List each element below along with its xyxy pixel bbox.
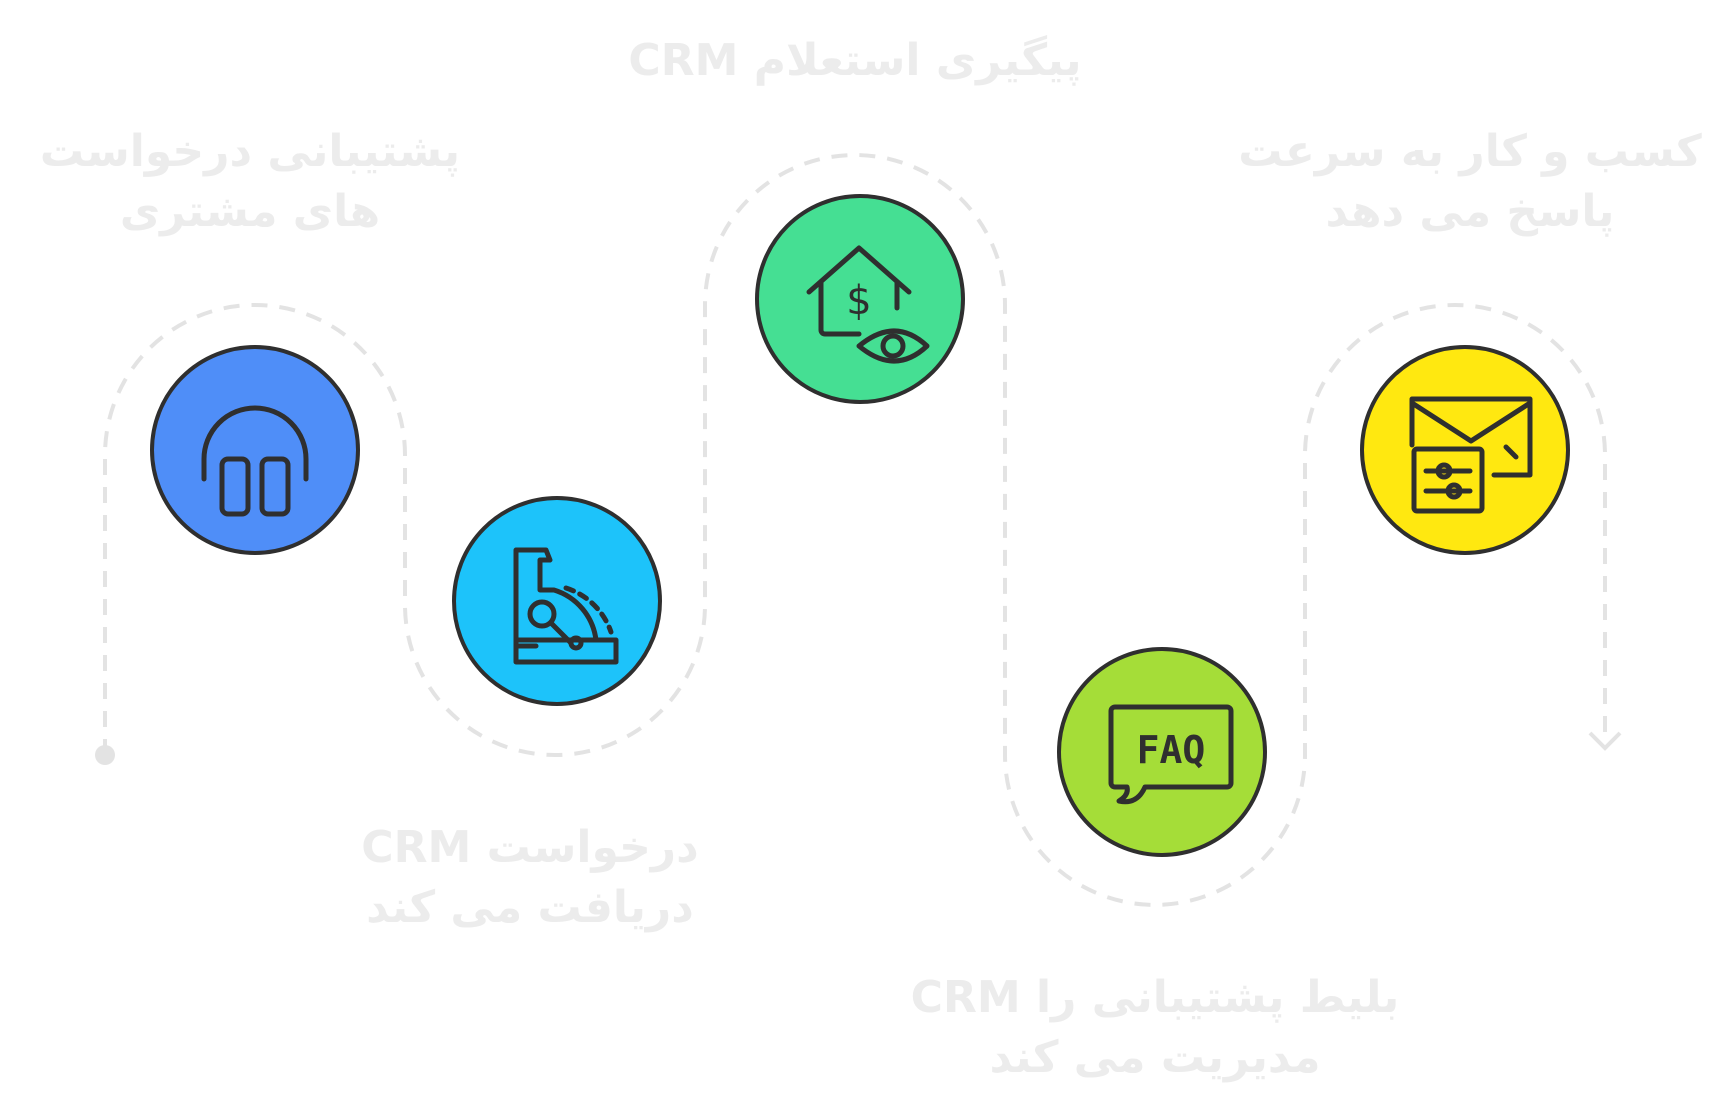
mail-settings-icon <box>1409 396 1533 514</box>
step-4-label: بلیط پشتیبانی را CRM مدیریت می کند <box>900 968 1410 1088</box>
step-2-label-line-2: دریافت می کند <box>366 882 694 933</box>
house-dollar-eye-icon: $ <box>806 245 930 364</box>
step-5-label: کسب و کار به سرعت پاسخ می دهد <box>1220 122 1720 242</box>
step-2-node <box>452 496 662 706</box>
step-3-node: $ <box>755 194 965 404</box>
step-1-label: پشتیبانی درخواست های مشتری <box>30 122 470 242</box>
step-5-label-line-1: کسب و کار به سرعت <box>1238 126 1702 177</box>
step-1-label-line-1: پشتیبانی درخواست <box>39 126 461 177</box>
step-2-label-line-1: درخواست CRM <box>361 822 699 873</box>
flow-end-arrow <box>1588 731 1622 751</box>
flow-start-dot <box>95 745 115 765</box>
step-1-node <box>150 345 360 555</box>
step-3-label: پیگیری استعلام CRM <box>610 31 1100 91</box>
dollar-sign: $ <box>846 278 871 324</box>
step-3-label-line-1: پیگیری استعلام CRM <box>628 35 1082 86</box>
faq-chat-icon: FAQ <box>1108 704 1234 805</box>
step-2-label: درخواست CRM دریافت می کند <box>350 818 710 938</box>
step-1-label-line-2: های مشتری <box>119 186 381 237</box>
step-5-node <box>1360 345 1570 555</box>
step-4-node: FAQ <box>1057 647 1267 857</box>
step-4-label-line-2: مدیریت می کند <box>989 1032 1321 1083</box>
step-5-label-line-2: پاسخ می دهد <box>1325 186 1615 237</box>
step-4-label-line-1: بلیط پشتیبانی را CRM <box>910 972 1400 1023</box>
cash-register-icon <box>513 547 619 665</box>
faq-text: FAQ <box>1137 728 1206 772</box>
headset-icon <box>201 405 309 517</box>
